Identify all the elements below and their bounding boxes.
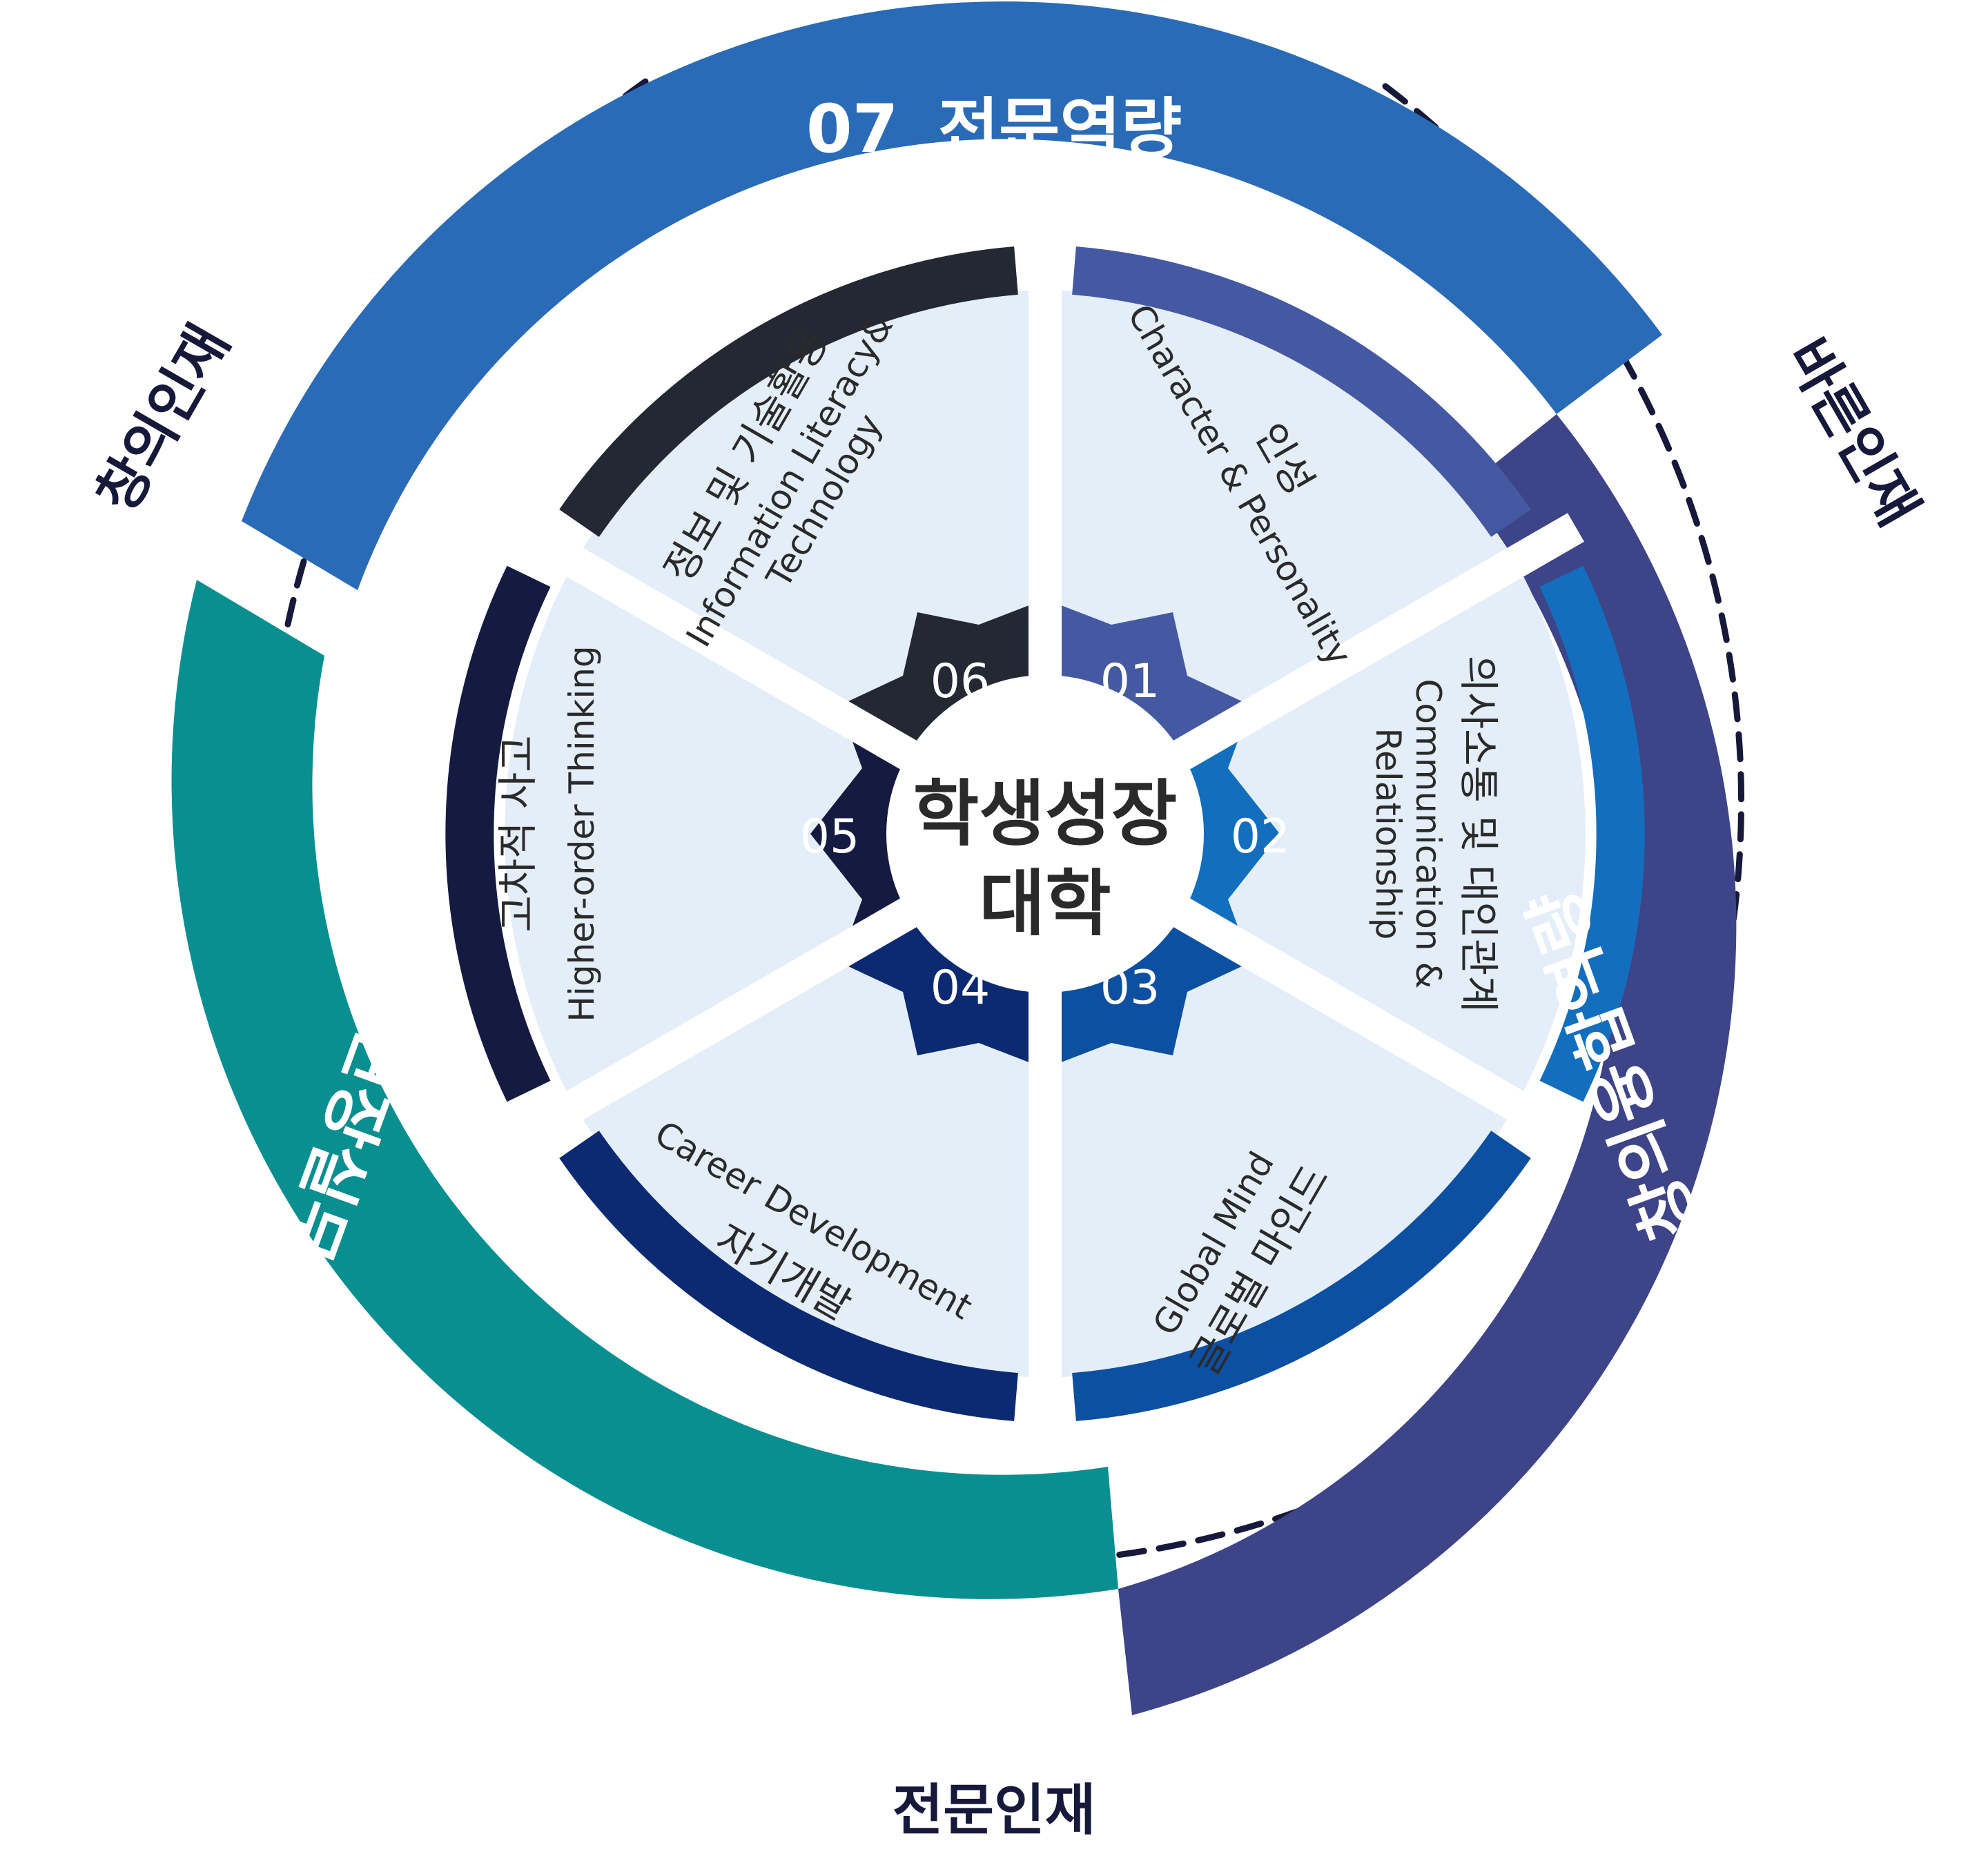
- segment-number-01: 01: [1100, 654, 1160, 709]
- outer-num-07: 07: [806, 90, 899, 168]
- svg-text:전문인재: 전문인재: [893, 1778, 1095, 1842]
- arc-band-04: [559, 1131, 1018, 1421]
- segment-number-05: 05: [800, 810, 860, 864]
- segment-number-06: 06: [930, 654, 991, 709]
- sector-panel-02: [1045, 562, 1586, 1106]
- arc-band-05: [445, 565, 551, 1102]
- ring-label-right: 바른인재: [1774, 329, 1931, 536]
- ring-label-bottom: 전문인재: [893, 1778, 1095, 1842]
- center-circle: [886, 675, 1204, 993]
- outer-band-07: [242, 1, 1662, 590]
- outer-band-08: [1118, 414, 1737, 1715]
- segment-number-03: 03: [1100, 961, 1160, 1015]
- outer-label-07: 07 전문역량: [806, 90, 1182, 168]
- segment-en-05: Higher-order Thinking: [562, 645, 602, 1022]
- segment-ko-02: 의사소통 및 대인관계: [1455, 655, 1502, 1012]
- segment-ko-05: 고차적 사고: [494, 735, 541, 932]
- segment-en-02a: Communication &: [1408, 679, 1448, 989]
- outer-text-07: 전문역량: [938, 90, 1182, 168]
- svg-text:창의인재: 창의인재: [84, 315, 242, 523]
- center-title-line2: 대학: [979, 861, 1111, 946]
- segment-number-02: 02: [1231, 810, 1291, 864]
- ring-label-left: 창의인재: [84, 315, 242, 523]
- segment-text-02: 의사소통 및 대인관계 Communication & Relationship: [1368, 655, 1502, 1012]
- svg-text:07 전문역량: 07 전문역량: [806, 90, 1182, 168]
- segment-numbers: 01 02 03 04 05 06: [800, 654, 1291, 1015]
- arc-band-02: [1539, 565, 1645, 1102]
- segment-en-02b: Relationship: [1368, 728, 1408, 940]
- arc-band-01: [1072, 246, 1531, 537]
- sector-panel-05: [505, 562, 1045, 1106]
- arc-band-03: [1072, 1131, 1531, 1421]
- segment-number-04: 04: [930, 961, 991, 1015]
- inner-arc-bands: [445, 246, 1645, 1421]
- outer-band-09: [171, 580, 1118, 1599]
- svg-text:바른인재: 바른인재: [1774, 329, 1931, 536]
- segment-text-05: 고차적 사고 Higher-order Thinking: [494, 645, 602, 1022]
- arc-band-06: [559, 246, 1018, 537]
- center-title-line1: 학생성장: [913, 772, 1178, 856]
- outer-num-08: 08: [1653, 1260, 1757, 1373]
